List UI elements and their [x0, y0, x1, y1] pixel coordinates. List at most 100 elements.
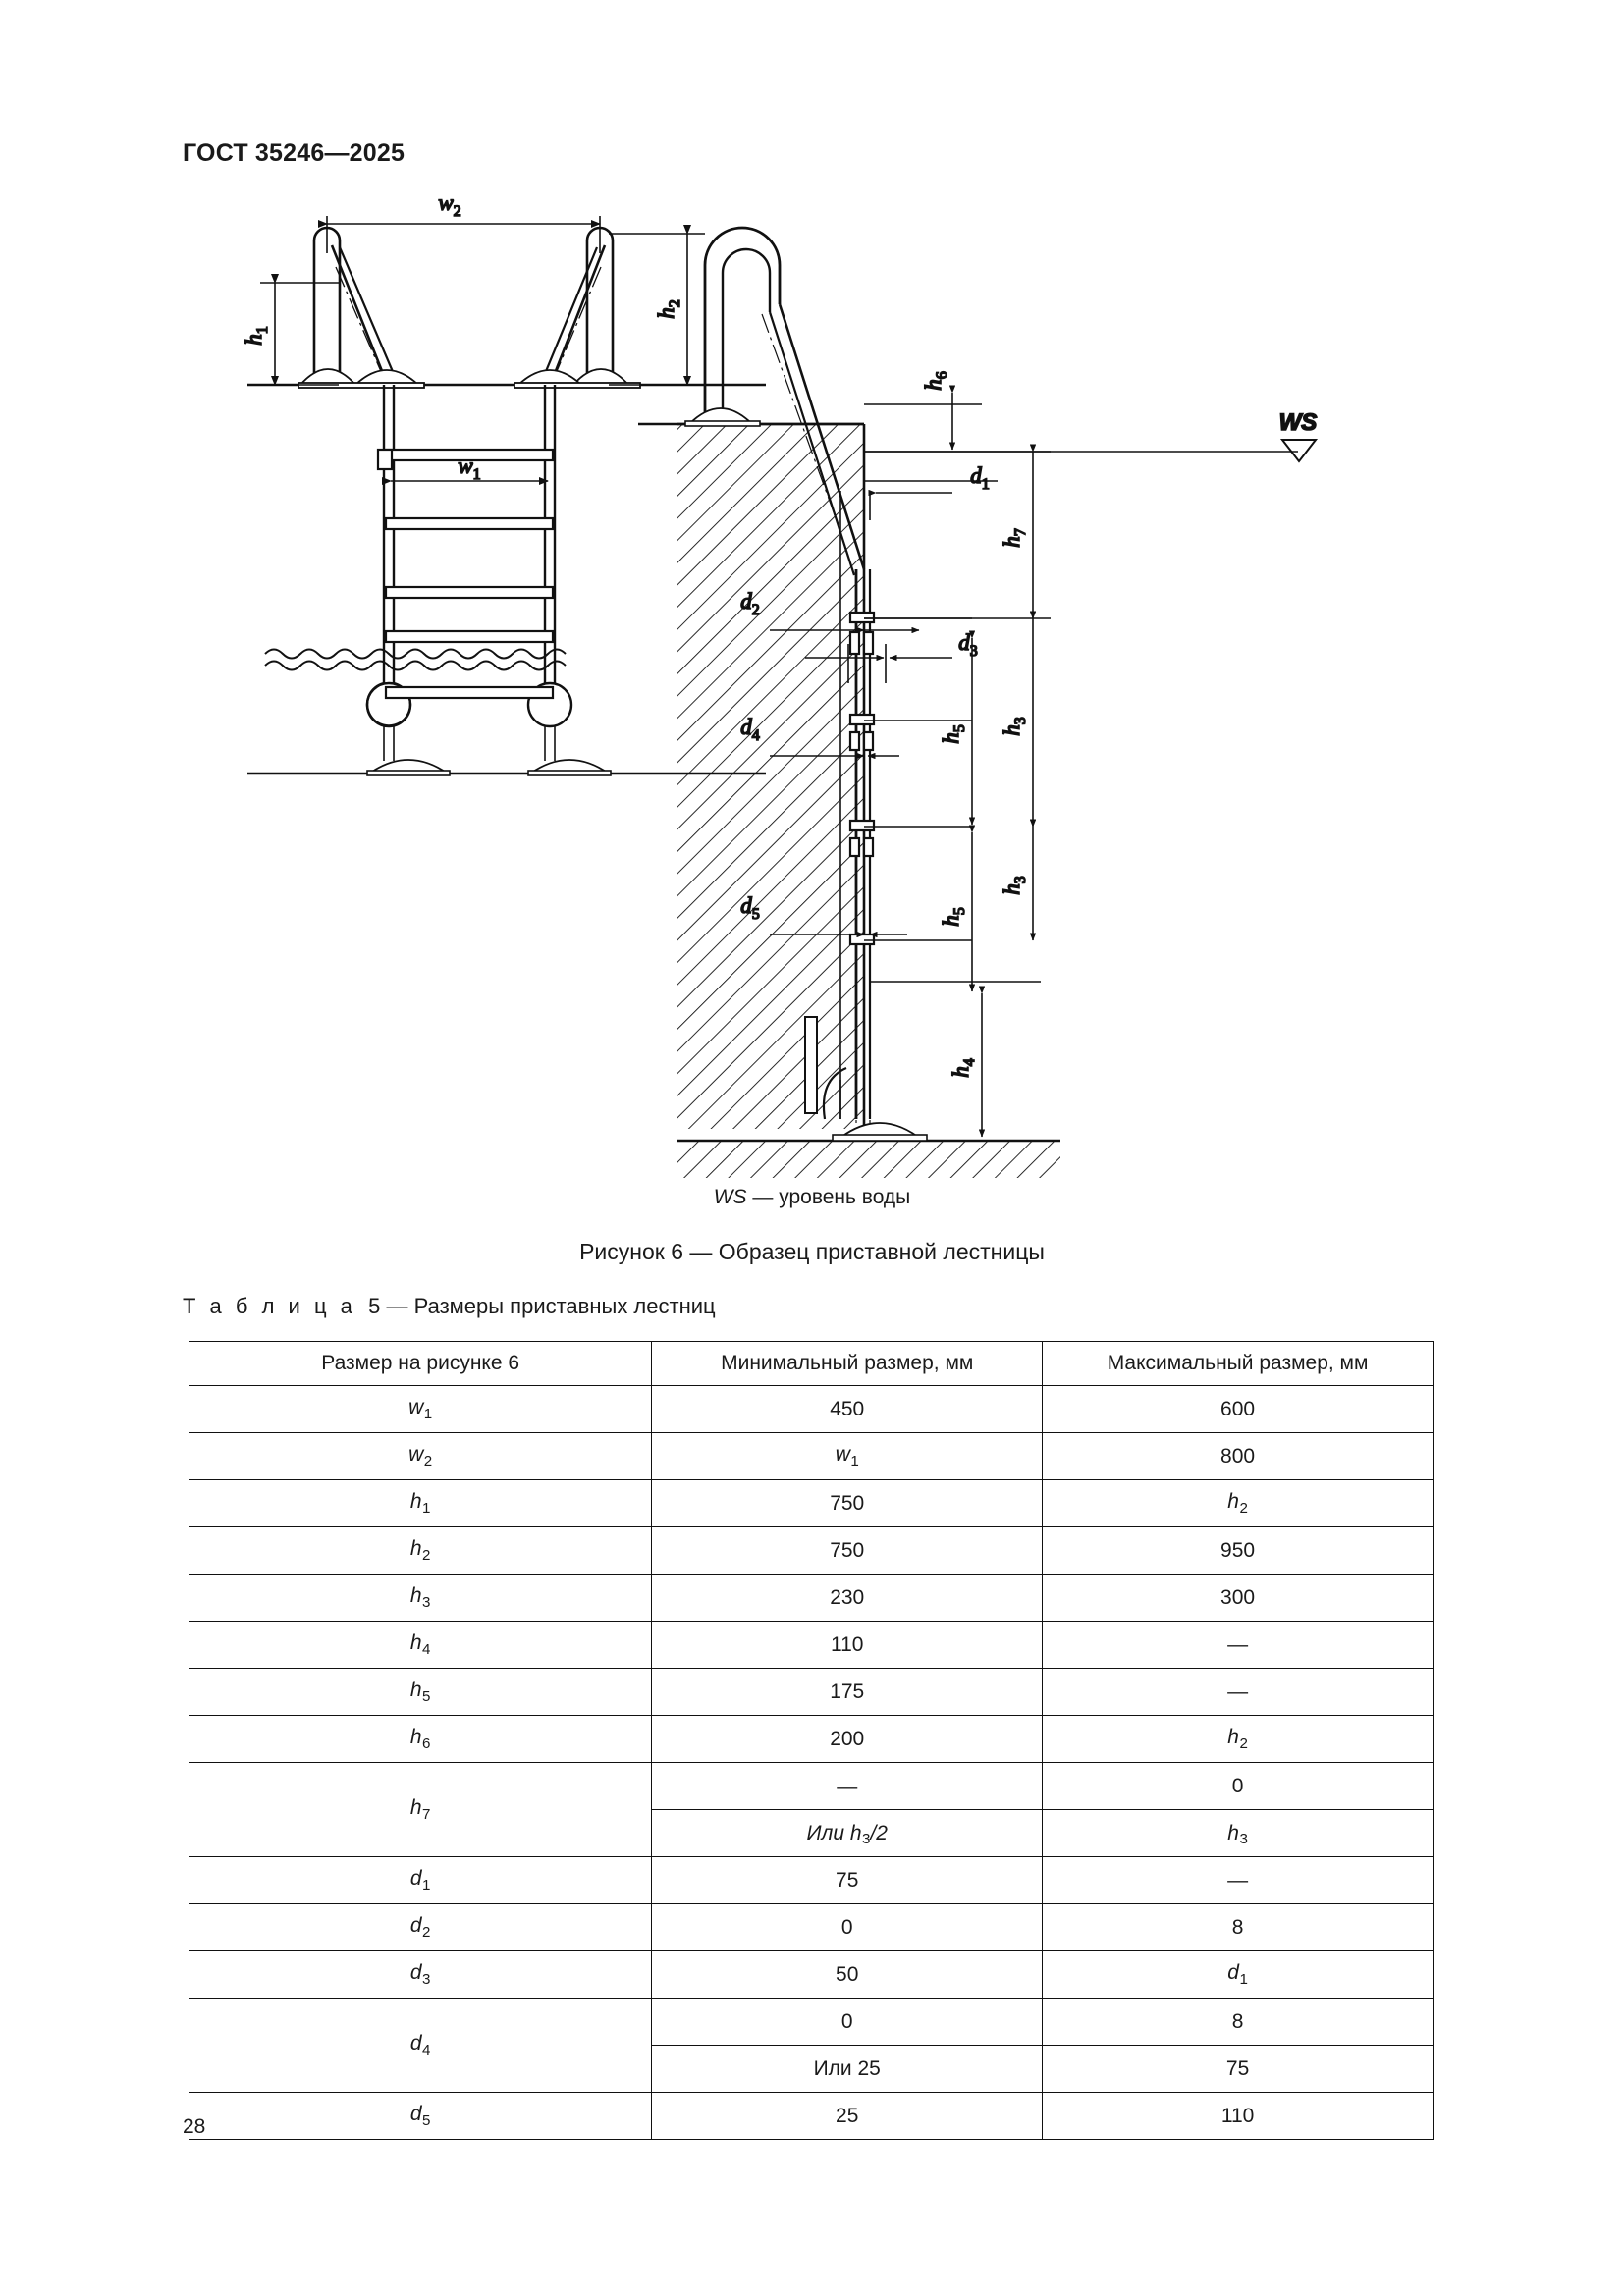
- label-h4: h4: [948, 1058, 978, 1078]
- label-d1: d1: [970, 463, 990, 493]
- cell-dimension-symbol: d2: [188, 1903, 653, 1951]
- cell-max-value: 8: [1042, 1903, 1434, 1951]
- cell-dimension-symbol: w1: [188, 1385, 653, 1433]
- dimension-d3: [805, 644, 952, 683]
- dimension-h6: [864, 385, 982, 451]
- label-h3-lower: h3: [1000, 876, 1029, 895]
- cell-max-value: h2: [1042, 1479, 1434, 1527]
- cell-min-value-split: — Или h3/2: [651, 1762, 1044, 1857]
- column-header-dimension: Размер на рисунке 6: [188, 1341, 653, 1386]
- cell-dimension-symbol: d5: [188, 2092, 653, 2140]
- cell-max-value-alt: h3: [1227, 1822, 1248, 1848]
- table-title-rest: — Размеры приставных лестниц: [380, 1294, 716, 1318]
- cell-min-value: 110: [651, 1621, 1044, 1669]
- dimension-h7: [864, 444, 1051, 619]
- label-d4: d4: [740, 715, 760, 744]
- cell-dimension-symbol: h2: [188, 1526, 653, 1575]
- label-ws: WS: [1279, 409, 1318, 436]
- cell-min-value: 50: [651, 1950, 1044, 1999]
- figure-caption: Рисунок 6 — Образец приставной лестницы: [579, 1239, 1045, 1264]
- cell-dimension-symbol: h6: [188, 1715, 653, 1763]
- label-h2: h2: [654, 299, 683, 319]
- dimensions-table-wrapper: Размер на рисунке 6 Минимальный размер, …: [188, 1341, 1434, 2140]
- cell-min-value: 0: [651, 1903, 1044, 1951]
- figure-legend: WS — уровень воды: [0, 1186, 1624, 1209]
- cell-max-value: 300: [1042, 1574, 1434, 1622]
- cell-min-value: 75: [651, 1856, 1044, 1904]
- page-title: ГОСТ 35246—2025: [183, 139, 406, 167]
- cell-min-value: —: [652, 1763, 1043, 1810]
- dimensions-table: Размер на рисунке 6 Минимальный размер, …: [188, 1341, 1434, 2140]
- cell-max-value: 950: [1042, 1526, 1434, 1575]
- cell-min-value: 750: [651, 1479, 1044, 1527]
- label-h5-lower: h5: [939, 907, 968, 927]
- label-h7: h7: [1000, 528, 1029, 548]
- dimension-h1: [260, 274, 339, 386]
- figure-6-drawing: w2 h1 h2: [177, 196, 1443, 1178]
- cell-min-value-alt: Или 25: [813, 2057, 881, 2080]
- cell-max-value: 600: [1042, 1385, 1434, 1433]
- cell-min-value: 200: [651, 1715, 1044, 1763]
- cell-min-value: w1: [651, 1432, 1044, 1480]
- dimension-h2: [609, 225, 705, 386]
- dimension-h4: [870, 981, 1041, 1138]
- cell-dimension-symbol: h5: [188, 1668, 653, 1716]
- table-title-number: 5: [368, 1294, 381, 1318]
- cell-min-value-alt: Или h3/2: [806, 1822, 888, 1848]
- front-elevation-view: w2 h1 h2: [241, 196, 766, 776]
- table-title: Т а б л и ц а 5 — Размеры приставных лес…: [183, 1294, 716, 1319]
- cell-min-value: 0: [652, 1999, 1043, 2046]
- legend-text: — уровень воды: [746, 1186, 911, 1208]
- label-h6: h6: [921, 371, 950, 391]
- cell-min-value: 25: [651, 2092, 1044, 2140]
- cell-min-value: 450: [651, 1385, 1044, 1433]
- cell-max-value: —: [1042, 1668, 1434, 1716]
- dimension-d1: [863, 480, 998, 520]
- cell-max-value: 0: [1043, 1763, 1433, 1810]
- cell-max-value: d1: [1042, 1950, 1434, 1999]
- cell-dimension-symbol: d3: [188, 1950, 653, 1999]
- cell-max-value: —: [1042, 1621, 1434, 1669]
- cell-max-value-alt: 75: [1225, 2057, 1250, 2080]
- cell-dimension-symbol: h7: [188, 1762, 653, 1857]
- legend-symbol-ws: WS: [713, 1186, 747, 1208]
- ladder-diagram-svg: w2 h1 h2: [241, 196, 1318, 1178]
- column-header-min: Минимальный размер, мм: [651, 1341, 1044, 1386]
- cell-dimension-symbol: d4: [188, 1998, 653, 2093]
- cell-max-value: 800: [1042, 1432, 1434, 1480]
- cell-max-value: 8: [1043, 1999, 1433, 2046]
- label-d3: d3: [958, 630, 978, 660]
- cell-min-value: 230: [651, 1574, 1044, 1622]
- section-view: h6 h7 h3: [638, 226, 1318, 1178]
- cell-max-value: h2: [1042, 1715, 1434, 1763]
- dimension-w2: [318, 216, 601, 253]
- cell-max-value: —: [1042, 1856, 1434, 1904]
- cell-min-value: 750: [651, 1526, 1044, 1575]
- label-w2: w2: [438, 196, 460, 220]
- cell-dimension-symbol: d1: [188, 1856, 653, 1904]
- label-h3-upper: h3: [1000, 717, 1029, 736]
- cell-dimension-symbol: w2: [188, 1432, 653, 1480]
- cell-dimension-symbol: h3: [188, 1574, 653, 1622]
- cell-dimension-symbol: h4: [188, 1621, 653, 1669]
- column-header-max: Максимальный размер, мм: [1042, 1341, 1434, 1386]
